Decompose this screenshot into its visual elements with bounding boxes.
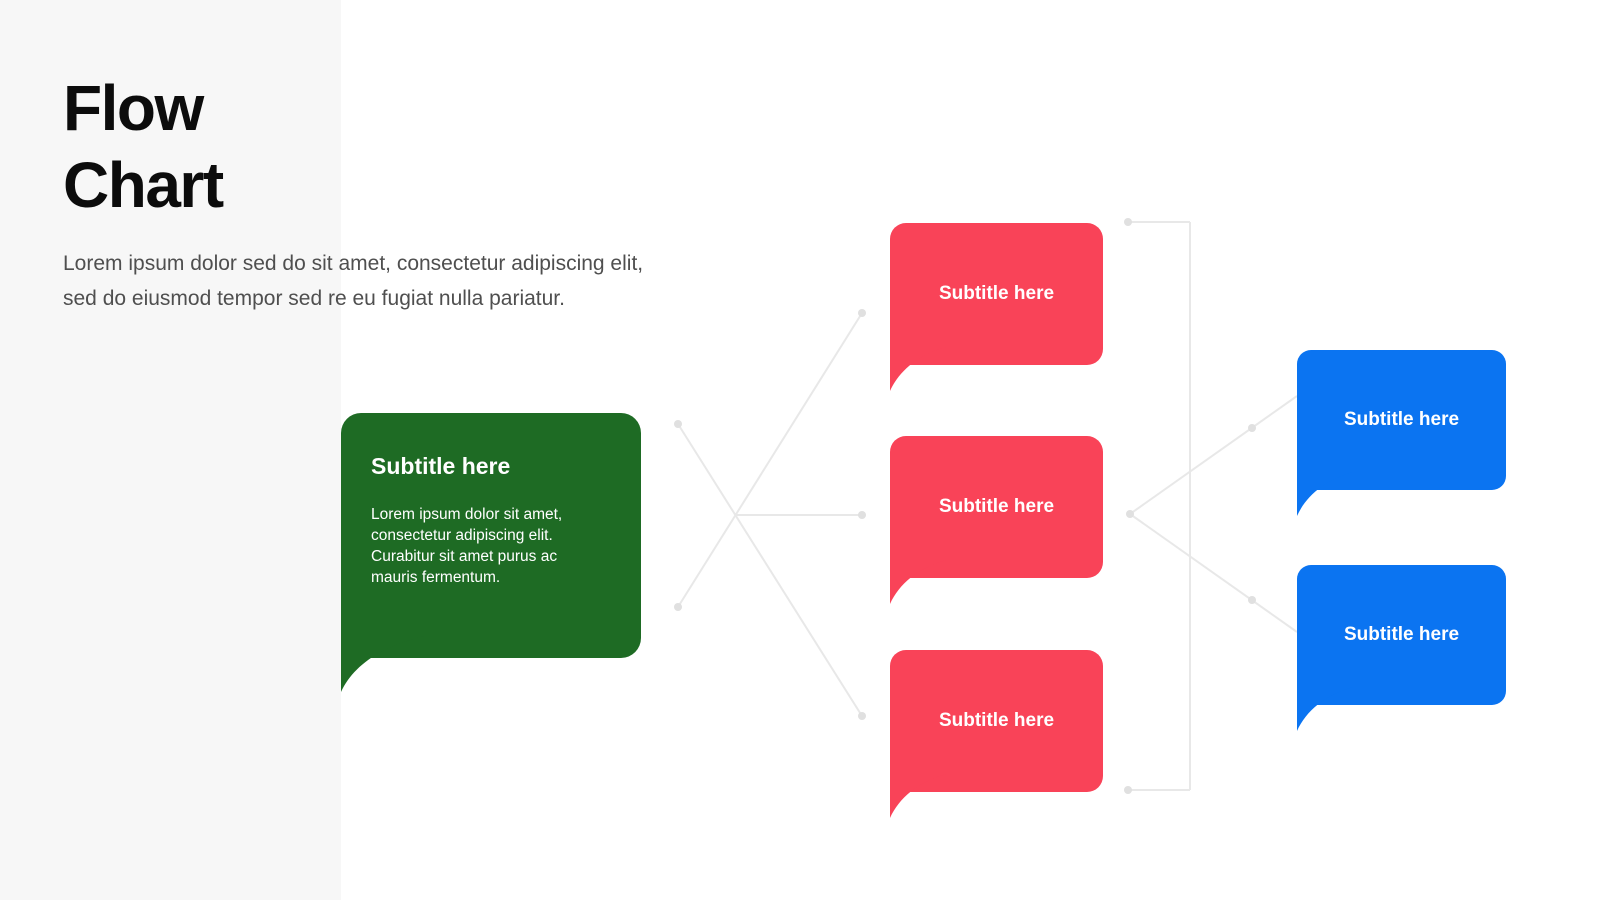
flow-node-root-title: Subtitle here [371,453,511,479]
flow-node-right-1: Subtitle here [1297,350,1506,490]
flow-node-middle-1-label: Subtitle here [938,283,1055,304]
flow-node-right-2-label: Subtitle here [1343,624,1460,645]
flow-node-middle-2-label: Subtitle here [938,496,1055,517]
left-panel-background [0,0,341,900]
flow-node-root-body: Lorem ipsum dolor sit amet, consectetur … [371,506,563,586]
page-title: Flow Chart [63,70,224,224]
page-description: Lorem ipsum dolor sed do sit amet, conse… [63,252,644,310]
flow-node-right-2: Subtitle here [1297,565,1506,705]
flow-node-middle-2: Subtitle here [890,436,1103,578]
flow-node-middle-1: Subtitle here [890,223,1103,365]
speech-bubble-tail [890,560,946,604]
page-title-line-1: Flow [63,72,204,144]
flow-node-middle-3-label: Subtitle here [938,710,1055,731]
speech-bubble-tail [1297,472,1353,516]
speech-bubble-tail [341,636,425,692]
speech-bubble-tail [890,347,946,391]
flow-node-right-1-label: Subtitle here [1343,409,1460,430]
speech-bubble-tail [890,774,946,818]
flow-node-middle-3: Subtitle here [890,650,1103,792]
page-title-line-2: Chart [63,149,224,221]
flow-node-root: Subtitle here Lorem ipsum dolor sit amet… [341,413,641,658]
speech-bubble-tail [1297,687,1353,731]
